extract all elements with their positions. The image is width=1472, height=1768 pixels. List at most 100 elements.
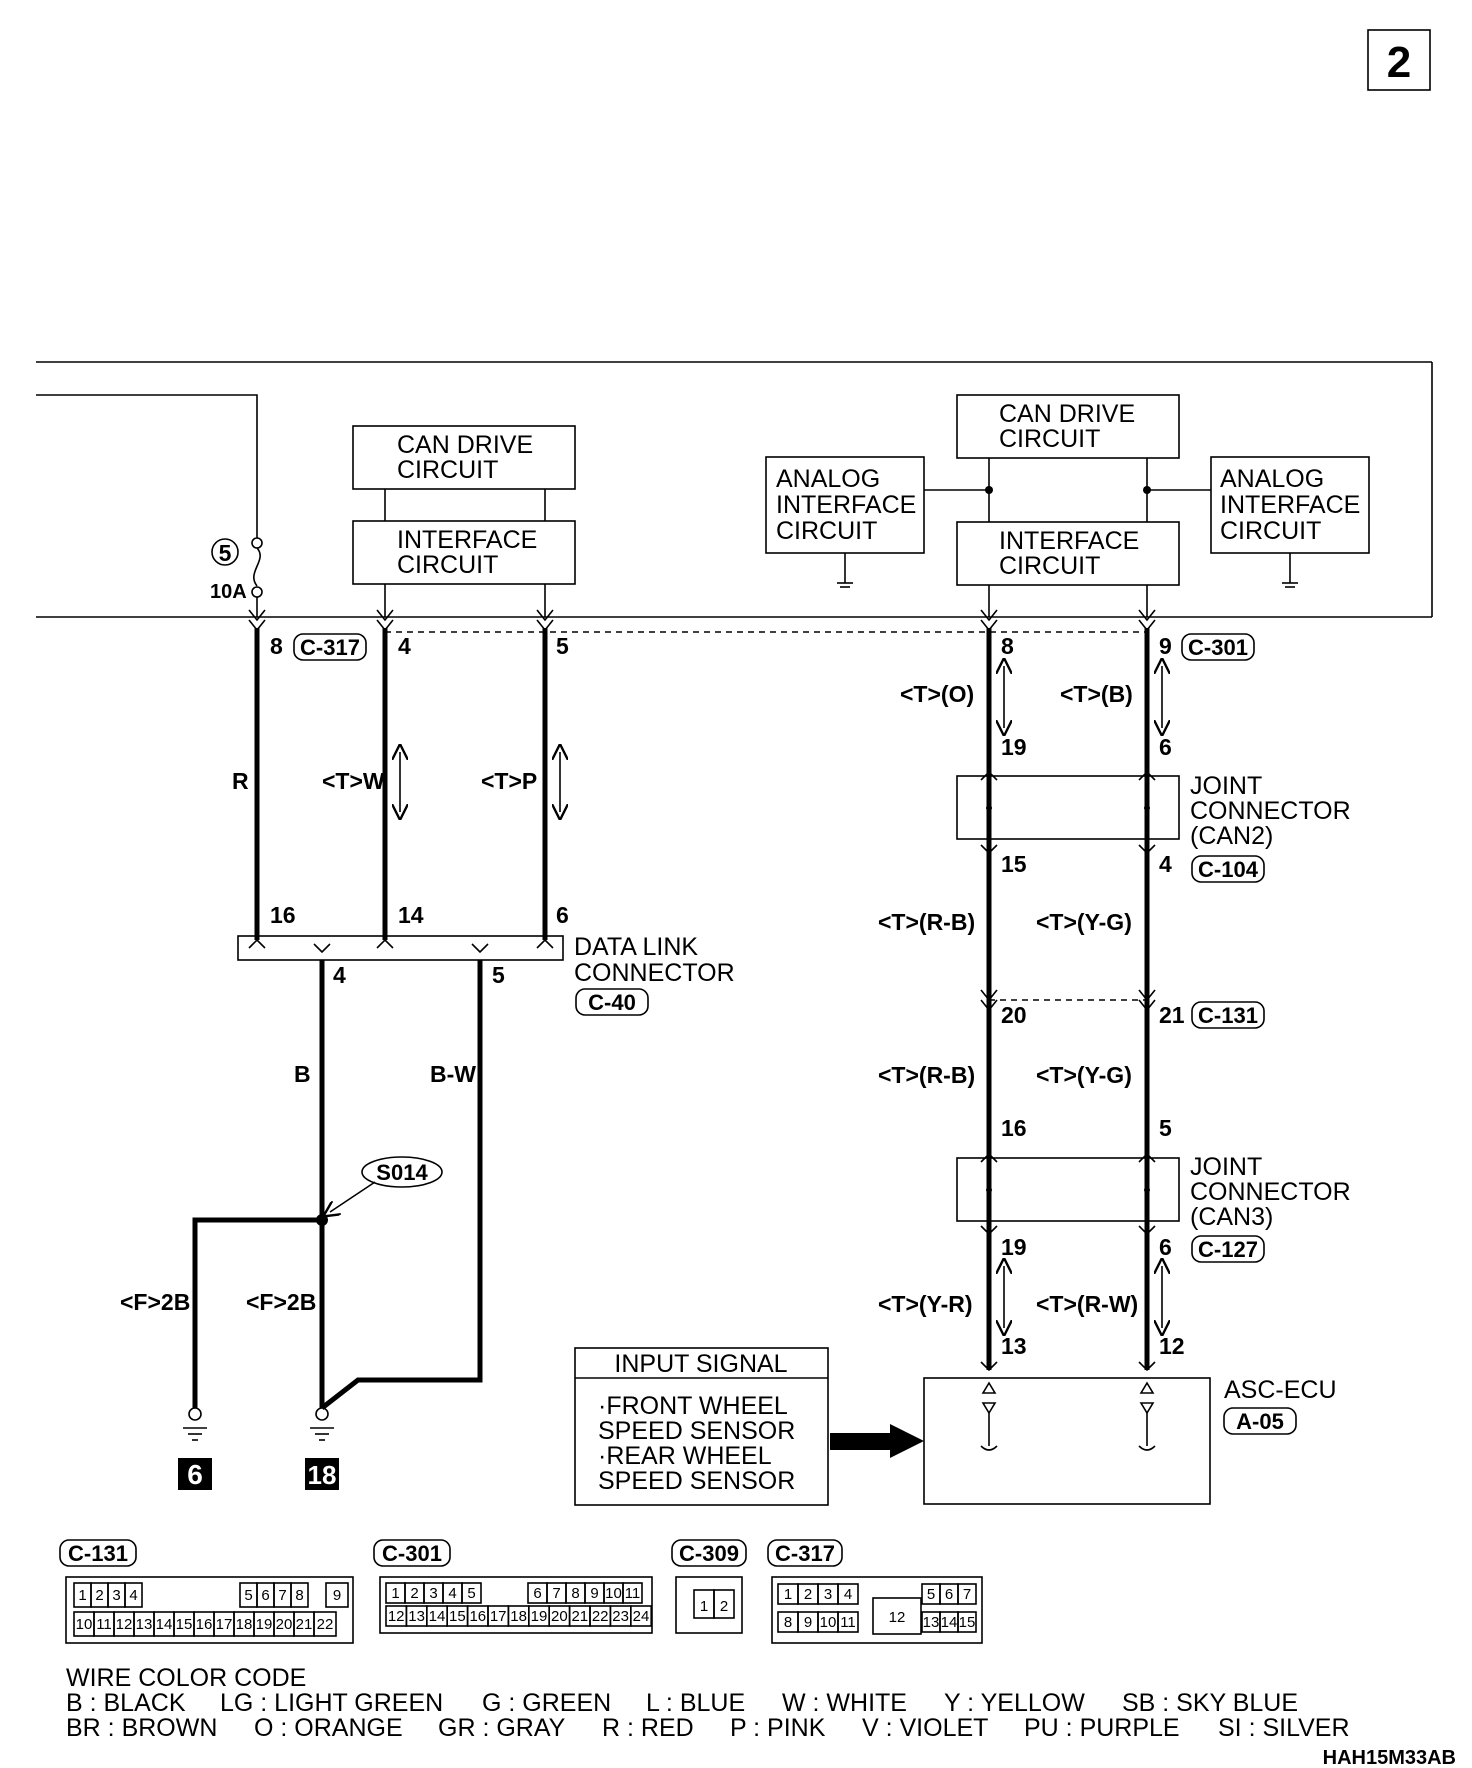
c301-pin-19-label: 19 — [531, 1608, 548, 1625]
c317-pin-7 — [957, 1583, 977, 1605]
analog-interface-circuit-right: ANALOG INTERFACE CIRCUIT — [1210, 456, 1370, 588]
c309-face — [675, 1576, 743, 1634]
svg-text:CONNECTOR: CONNECTOR — [574, 959, 735, 987]
joint-connector-can3: JOINT CONNECTOR (CAN3) — [956, 1153, 1351, 1231]
c131-pin-7-label: 7 — [278, 1587, 286, 1604]
c301-pin-24-label: 24 — [633, 1608, 650, 1625]
svg-text:20: 20 — [1001, 1002, 1027, 1028]
svg-text:CIRCUIT: CIRCUIT — [999, 425, 1100, 453]
c317-pin-2-label: 2 — [804, 1586, 812, 1603]
svg-text:INPUT SIGNAL: INPUT SIGNAL — [614, 1350, 787, 1378]
c317-pin-8-label: 8 — [784, 1614, 792, 1631]
svg-text:C-131: C-131 — [1198, 1003, 1258, 1028]
svg-text:CIRCUIT: CIRCUIT — [776, 517, 877, 545]
c301-pin-21-label: 21 — [571, 1608, 588, 1625]
c131-pin-18-label: 18 — [236, 1616, 253, 1633]
c131-pin-9-label: 9 — [333, 1587, 341, 1604]
svg-text:DATA LINK: DATA LINK — [574, 933, 698, 961]
svg-text:<T>(R-B): <T>(R-B) — [878, 1062, 975, 1088]
svg-text:CIRCUIT: CIRCUIT — [397, 456, 498, 484]
svg-text:8: 8 — [270, 633, 283, 659]
svg-text:LG : LIGHT GREEN: LG : LIGHT GREEN — [220, 1689, 443, 1717]
c317-pin-13-label: 13 — [923, 1614, 940, 1631]
input-signal-box: INPUT SIGNAL ·FRONT WHEEL SPEED SENSOR ·… — [574, 1347, 829, 1506]
svg-text:SPEED SENSOR: SPEED SENSOR — [598, 1417, 795, 1445]
svg-text:12: 12 — [889, 1609, 906, 1626]
c301-pin-5-label: 5 — [467, 1585, 475, 1602]
svg-text:SPEED SENSOR: SPEED SENSOR — [598, 1467, 795, 1495]
c309-pin-2 — [713, 1589, 735, 1619]
svg-text:P : PINK: P : PINK — [730, 1714, 826, 1742]
svg-text:2: 2 — [720, 1598, 728, 1615]
asc-ecu: ASC-ECU — [923, 1376, 1337, 1505]
svg-text:12: 12 — [1159, 1333, 1185, 1359]
c301-pin-7-label: 7 — [552, 1585, 560, 1602]
svg-text:B-W: B-W — [430, 1061, 476, 1087]
svg-text:SI : SILVER: SI : SILVER — [1218, 1714, 1350, 1742]
c301-pin-15-label: 15 — [449, 1608, 466, 1625]
c301-pin-1-label: 1 — [391, 1585, 399, 1602]
c131-pin-15-label: 15 — [176, 1616, 193, 1633]
c301-pin-22-label: 22 — [592, 1608, 609, 1625]
svg-text:C-317: C-317 — [775, 1541, 835, 1566]
svg-text:R : RED: R : RED — [602, 1714, 694, 1742]
svg-text:INTERFACE: INTERFACE — [397, 526, 537, 554]
c131-pin-22 — [313, 1611, 337, 1637]
c131-pin-19-label: 19 — [256, 1616, 273, 1633]
c131-pin-8-label: 8 — [295, 1587, 303, 1604]
c317-pin-4 — [837, 1583, 859, 1605]
svg-text:(CAN3): (CAN3) — [1190, 1203, 1273, 1231]
svg-text:B: B — [294, 1061, 311, 1087]
svg-text:C-127: C-127 — [1198, 1237, 1258, 1262]
c131-pin-4-label: 4 — [129, 1587, 137, 1604]
c131-pin-14-label: 14 — [156, 1616, 173, 1633]
c131-pin-1-label: 1 — [78, 1587, 86, 1604]
svg-text:16: 16 — [1001, 1115, 1027, 1141]
svg-text:C-301: C-301 — [1188, 635, 1248, 660]
wire-color-code: WIRE COLOR CODE B : BLACK LG : LIGHT GRE… — [66, 1664, 1350, 1742]
c131-pin-16-label: 16 — [196, 1616, 213, 1633]
c317-pin-12 — [872, 1597, 922, 1635]
svg-text:4: 4 — [1159, 851, 1172, 877]
svg-text:SB : SKY BLUE: SB : SKY BLUE — [1122, 1689, 1298, 1717]
svg-text:CONNECTOR: CONNECTOR — [1190, 1178, 1351, 1206]
c301-pin-6-label: 6 — [533, 1585, 541, 1602]
svg-text:R: R — [232, 768, 249, 794]
svg-text:CIRCUIT: CIRCUIT — [1220, 517, 1321, 545]
svg-text:1: 1 — [700, 1598, 708, 1615]
svg-text:13: 13 — [1001, 1333, 1027, 1359]
svg-text:<T>(Y-G): <T>(Y-G) — [1036, 909, 1132, 935]
ground-6: 6 — [178, 1407, 212, 1490]
wire-labels: R <T>W <T>P <T>(O) <T>(B) <T>(R-B) <T>(Y… — [120, 681, 1138, 1317]
c317-pin-1-label: 1 — [784, 1586, 792, 1603]
c131-pin-8 — [290, 1582, 309, 1608]
svg-text:<T>(O): <T>(O) — [900, 681, 974, 707]
svg-text:W : WHITE: W : WHITE — [782, 1689, 907, 1717]
page-number: 2 — [1387, 38, 1411, 87]
fuse: 5 10A — [36, 394, 263, 617]
c131-pin-4 — [124, 1582, 143, 1608]
c301-pin-12-label: 12 — [388, 1608, 405, 1625]
svg-text:<T>(Y-R): <T>(Y-R) — [878, 1291, 973, 1317]
svg-text:<T>P: <T>P — [481, 768, 537, 794]
svg-text:<F>2B: <F>2B — [246, 1289, 316, 1315]
svg-text:<F>2B: <F>2B — [120, 1289, 190, 1315]
svg-text:JOINT: JOINT — [1190, 772, 1262, 800]
svg-text:PU : PURPLE: PU : PURPLE — [1024, 1714, 1180, 1742]
c301-pin-11 — [622, 1582, 643, 1604]
c317-pin-9-label: 9 — [804, 1614, 812, 1631]
svg-text:·FRONT WHEEL: ·FRONT WHEEL — [598, 1392, 788, 1420]
analog-interface-circuit-left: ANALOG INTERFACE CIRCUIT — [765, 456, 925, 588]
c131-pin-2-label: 2 — [95, 1587, 103, 1604]
c301-pin-24 — [629, 1605, 652, 1627]
diagram-code: HAH15M33AB — [1323, 1747, 1456, 1768]
svg-text:<T>(R-W): <T>(R-W) — [1036, 1291, 1138, 1317]
svg-text:O : ORANGE: O : ORANGE — [254, 1714, 403, 1742]
svg-text:C-301: C-301 — [382, 1541, 442, 1566]
c131-pin-5-label: 5 — [244, 1587, 252, 1604]
signal-arrows — [400, 666, 1162, 1328]
c301-pin-11-label: 11 — [625, 1585, 641, 1602]
ecu-boundary — [36, 361, 1433, 618]
c301-pin-3-label: 3 — [429, 1585, 437, 1602]
